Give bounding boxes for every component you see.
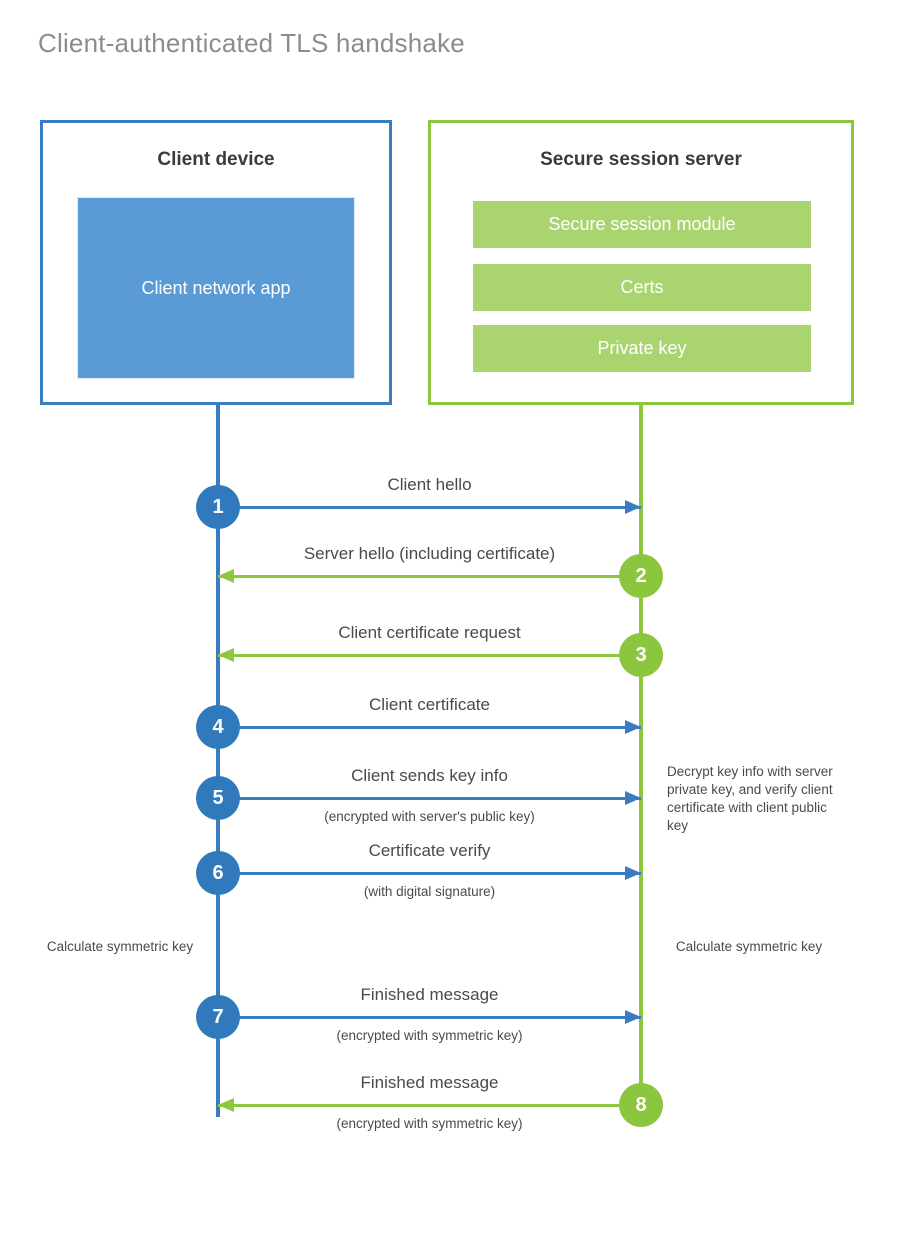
arrow-left-icon [218, 1098, 234, 1112]
message-label: Client sends key info [351, 766, 508, 785]
message-label: Server hello (including certificate) [303, 544, 556, 563]
message-arrow-line [218, 872, 641, 875]
server-component-certs: Certs [473, 264, 811, 311]
message-sublabel: (encrypted with symmetric key) [336, 1028, 523, 1043]
note-server-calculate-symmetric-key: Calculate symmetric key [675, 939, 823, 954]
note-server-decrypt-key-info: Decrypt key info with server private key… [667, 764, 833, 834]
server-component-private-key: Private key [473, 325, 811, 372]
arrow-right-icon [625, 1010, 641, 1024]
message-label: Client hello [387, 475, 472, 494]
arrow-right-icon [625, 720, 641, 734]
server-component-label: Secure session module [548, 214, 736, 234]
message-arrow-line [218, 797, 641, 800]
message-arrow-line [218, 654, 641, 657]
server-component-label: Certs [620, 277, 664, 297]
arrow-left-icon [218, 569, 234, 583]
secure-session-server-title: Secure session server [540, 149, 742, 170]
step-number-badge-2: 2 [619, 554, 663, 598]
step-number-badge-4: 4 [196, 705, 240, 749]
message-label: Client certificate [369, 695, 490, 714]
message-arrow-line [218, 575, 641, 578]
message-arrow-line [218, 1016, 641, 1019]
server-lifeline [639, 405, 643, 1105]
arrow-right-icon [625, 866, 641, 880]
arrow-left-icon [218, 648, 234, 662]
client-lifeline [216, 405, 220, 1117]
message-label: Finished message [360, 985, 499, 1004]
client-network-app-label: Client network app [141, 277, 291, 298]
server-component-label: Private key [597, 338, 687, 358]
step-number-badge-3: 3 [619, 633, 663, 677]
message-arrow-line [218, 726, 641, 729]
arrow-right-icon [625, 791, 641, 805]
message-arrow-line [218, 506, 641, 509]
note-client-calculate-symmetric-key: Calculate symmetric key [46, 939, 194, 954]
message-label: Finished message [360, 1073, 499, 1092]
message-sublabel: (encrypted with server's public key) [324, 809, 535, 824]
arrow-right-icon [625, 500, 641, 514]
step-number-badge-6: 6 [196, 851, 240, 895]
server-component-secure-session-module: Secure session module [473, 201, 811, 248]
message-label: Client certificate request [338, 623, 521, 642]
message-label: Certificate verify [368, 841, 491, 860]
secure-session-server-box: Secure session server Secure session mod… [428, 120, 854, 405]
client-device-title: Client device [157, 149, 275, 170]
message-sublabel: (encrypted with symmetric key) [336, 1116, 523, 1131]
message-sublabel: (with digital signature) [363, 884, 496, 899]
client-device-box: Client device Client network app [40, 120, 392, 405]
step-number-badge-7: 7 [196, 995, 240, 1039]
step-number-badge-1: 1 [196, 485, 240, 529]
step-number-badge-8: 8 [619, 1083, 663, 1127]
client-network-app-block: Client network app [77, 197, 355, 379]
step-number-badge-5: 5 [196, 776, 240, 820]
message-arrow-line [218, 1104, 641, 1107]
page-title: Client-authenticated TLS handshake [38, 28, 465, 58]
